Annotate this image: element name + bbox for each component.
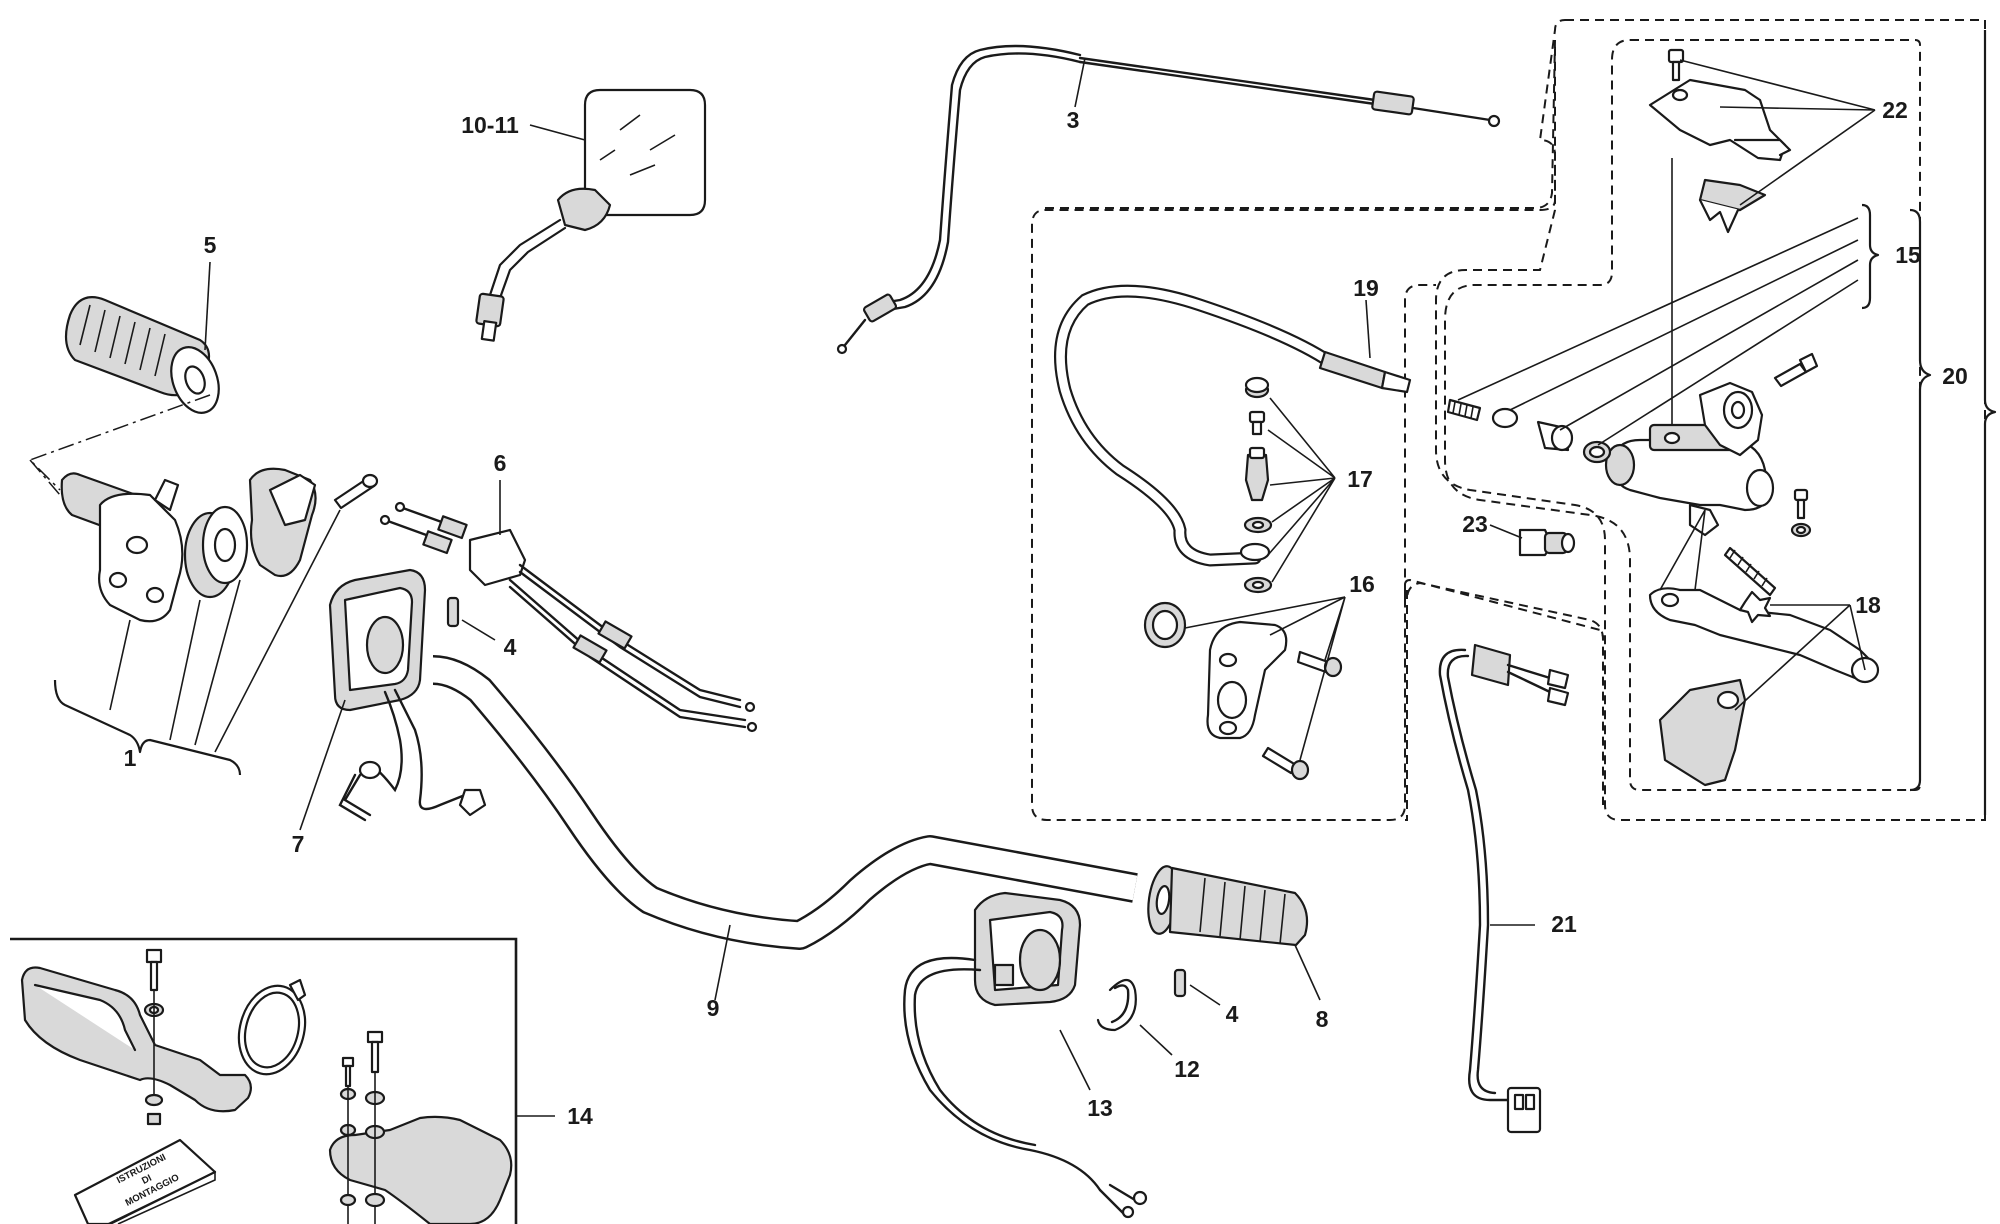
brake-lever [1648, 587, 1880, 684]
leader-18-lever [1659, 509, 1706, 591]
brace-20-outer [1983, 30, 1997, 815]
callout-17: 17 [1347, 466, 1373, 492]
callout-19: 19 [1353, 275, 1379, 301]
callout-10-11: 10-11 [461, 112, 519, 138]
leader-22 [1679, 59, 1876, 206]
leader-19 [1365, 299, 1371, 359]
callout-7: 7 [292, 831, 305, 857]
locating-pin-right [1173, 968, 1187, 998]
handguard-clamp-ring [237, 978, 307, 1076]
right-grip-rubber [1147, 865, 1309, 947]
booklet-title-line2: DI [140, 1173, 153, 1187]
leader-16 [1184, 596, 1346, 761]
bleed-valve-parts [1243, 376, 1273, 594]
brace-1 [53, 679, 242, 776]
axis-line-left-grip [28, 394, 211, 496]
throttle-pulley [183, 505, 249, 599]
lever-pivot-screw [1790, 488, 1812, 538]
leader-5 [204, 261, 211, 351]
callout-3: 3 [1067, 107, 1080, 133]
callout-21: 21 [1551, 911, 1577, 937]
right-handlebar-switch [903, 891, 1148, 1219]
callout-8: 8 [1316, 1006, 1329, 1032]
leader-23 [1489, 524, 1523, 539]
leader-10-11 [529, 124, 586, 141]
throttle-clamp-screw [333, 473, 379, 510]
leader-1b [169, 599, 201, 741]
callout-16: 16 [1349, 571, 1375, 597]
callout-5: 5 [204, 232, 217, 258]
caliper-bracket [1143, 601, 1343, 781]
leader-4b [1189, 984, 1221, 1006]
leader-1c [194, 579, 241, 746]
left-grip-rubber [64, 296, 220, 414]
callout-15: 15 [1895, 242, 1921, 268]
brace-20 [1909, 208, 1932, 792]
callout-14: 14 [567, 1103, 593, 1129]
brake-reservoir-cap [1648, 48, 1792, 234]
rear-view-mirror [475, 88, 707, 342]
callout-18: 18 [1855, 592, 1881, 618]
brake-hose [1054, 284, 1412, 567]
callout-13: 13 [1087, 1095, 1113, 1121]
retaining-ring [1096, 978, 1137, 1032]
callout-1: 1 [124, 745, 137, 771]
assembly-instructions-booklet: ISTRUZIONI DI MONTAGGIO [73, 1138, 217, 1224]
right-handguard [328, 1115, 513, 1224]
group-outline-21-box [1405, 590, 1408, 821]
left-handguard [20, 966, 252, 1113]
leader-7 [299, 699, 346, 831]
handlebar-tube [432, 655, 1138, 950]
group-outline-19-17-16 [1031, 39, 1556, 821]
leader-4a [461, 619, 496, 641]
stop-switch-cable [1438, 643, 1570, 1134]
leader-1a [109, 619, 131, 711]
leader-17 [1267, 397, 1336, 583]
leader-18 [1734, 604, 1866, 711]
leader-13 [1059, 1029, 1091, 1091]
callout-9: 9 [707, 995, 720, 1021]
choke-cable [836, 44, 1501, 355]
master-cylinder-body [1604, 381, 1775, 537]
left-handlebar-switch [328, 568, 487, 822]
brace-15 [1861, 203, 1880, 310]
handguard-bolts-right [339, 1030, 386, 1224]
callout-20: 20 [1942, 363, 1968, 389]
locating-pin-left [446, 596, 460, 628]
callout-23: 23 [1462, 511, 1488, 537]
handguard-kit-frame [10, 937, 518, 1224]
callout-6: 6 [494, 450, 507, 476]
callout-4a: 4 [504, 634, 517, 660]
throttle-twist-grip [60, 472, 184, 623]
leader-1d [214, 509, 341, 753]
group-outline-21 [1404, 578, 1606, 641]
stop-light-switch [1518, 528, 1576, 557]
piston-kit [1446, 398, 1612, 464]
leader-9 [714, 924, 731, 1001]
leader-15 [1457, 217, 1859, 446]
callout-4b: 4 [1226, 1001, 1239, 1027]
callout-22: 22 [1882, 97, 1908, 123]
throttle-cable-pair [379, 501, 758, 733]
leader-12 [1139, 1024, 1173, 1056]
leader-8 [1294, 944, 1321, 1001]
leader-3 [1074, 57, 1086, 108]
handguard-bolt-left [143, 948, 165, 1126]
throttle-housing-clamp [248, 467, 317, 578]
lever-bracket [1658, 678, 1747, 787]
callout-12: 12 [1174, 1056, 1200, 1082]
group-outline-20 [1435, 19, 1986, 821]
lever-spring [1723, 546, 1777, 597]
master-cylinder-bolt [1773, 352, 1819, 388]
group-outline-21-top [1406, 581, 1604, 805]
group-outline-22-18 [1444, 39, 1921, 791]
